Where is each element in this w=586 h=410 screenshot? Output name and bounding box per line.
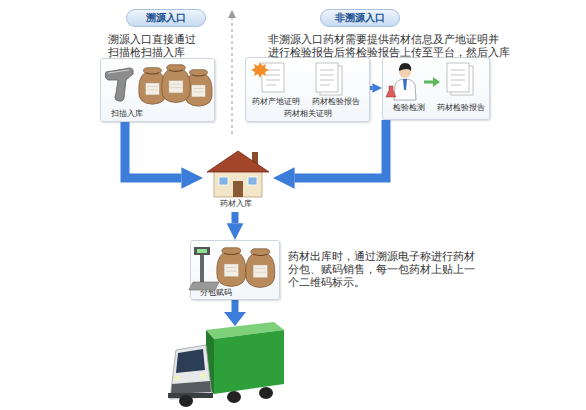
truck-grille: [171, 381, 211, 394]
house-door: [233, 181, 243, 197]
process-box: 药材产地证明药材检验报告药材相关证明: [245, 57, 370, 122]
note-text: 非溯源入口药材需要提供药材信息及产地证明并 进行检验报告后将检验报告上传至平台，…: [268, 33, 518, 59]
flow-arrow: [370, 86, 372, 90]
node-text: 药材相关证明: [246, 109, 369, 119]
herb-sack: [217, 248, 246, 287]
herb-sack: [162, 65, 190, 103]
house-wall: [214, 170, 262, 197]
truck-headlight: [174, 376, 180, 380]
divider-line: [232, 16, 233, 134]
truck-cab: [170, 345, 212, 399]
certificate-seal: [251, 62, 269, 78]
truck-wheel: [179, 395, 193, 407]
scale-platform: [189, 282, 219, 290]
process-box: 扫描入库: [100, 58, 215, 122]
warehouse-node: 药材入库: [203, 150, 273, 212]
scanner-highlight: [108, 70, 129, 73]
truck-illustration: [168, 322, 284, 407]
divider-arrowhead: [228, 10, 236, 18]
flow-arrow: [232, 212, 239, 223]
herb-sack: [139, 68, 166, 105]
note-text: 溯源入口直接通过 扫描枪扫描入库: [108, 33, 220, 59]
node-text: 检验检测: [385, 103, 433, 113]
scale-screen: [197, 249, 207, 253]
truck-wheel: [259, 387, 273, 399]
node-text: 药材产地证明: [248, 97, 304, 107]
node-text: 分包赋码: [191, 288, 241, 298]
certificate-document: [262, 63, 284, 92]
node-text: 药材检验报告: [308, 97, 364, 107]
house-window: [219, 177, 228, 185]
herb-sack: [246, 249, 275, 288]
inner-arrow-shaft: [424, 81, 434, 84]
report-document: [447, 63, 469, 92]
entry-pill: 非溯源入口: [320, 9, 400, 27]
scale-post: [200, 255, 204, 283]
house-window: [248, 177, 257, 185]
truck-headlight: [200, 374, 206, 378]
inner-arrowhead: [433, 77, 440, 87]
flow-arrow: [295, 120, 386, 178]
house-chimney: [252, 152, 258, 164]
inspector-head: [399, 66, 411, 78]
node-text: 药材入库: [203, 199, 269, 209]
house-roof: [207, 151, 269, 172]
inspector-tie: [403, 79, 407, 90]
scanner-gun: [105, 68, 133, 101]
flow-arrowhead: [224, 312, 246, 326]
node-text: 非溯源入口: [321, 10, 399, 26]
truck-windshield: [176, 349, 205, 373]
report-document: [316, 63, 338, 92]
lab-flask: [386, 86, 396, 97]
report-document-back: [451, 66, 473, 95]
truck-bumper: [168, 393, 213, 398]
process-box: 分包赋码: [190, 240, 280, 300]
report-document-back: [320, 66, 342, 95]
inspector-coat: [394, 79, 416, 100]
inspector-hair: [399, 63, 411, 71]
scale-display: [194, 247, 210, 255]
herb-sack: [185, 70, 212, 107]
truck-cargo-front: [206, 330, 214, 394]
note-text: 药材出库时，通过溯源电子称进行药材 分包、赋码销售，每一包药材上贴上一 个二维码…: [288, 250, 480, 289]
flow-arrow: [125, 122, 181, 178]
truck-cargo-side: [214, 330, 284, 394]
truck-wheel: [227, 391, 241, 403]
truck-cargo-top: [206, 322, 284, 339]
flow-arrow-shaft: [232, 300, 239, 313]
entry-pill: 溯源入口: [126, 9, 206, 27]
node-text: 扫描入库: [103, 109, 151, 119]
node-text: 溯源入口: [127, 10, 205, 26]
process-box: 检验检测药材检验报告: [382, 57, 490, 120]
node-text: 药材检验报告: [433, 103, 489, 113]
